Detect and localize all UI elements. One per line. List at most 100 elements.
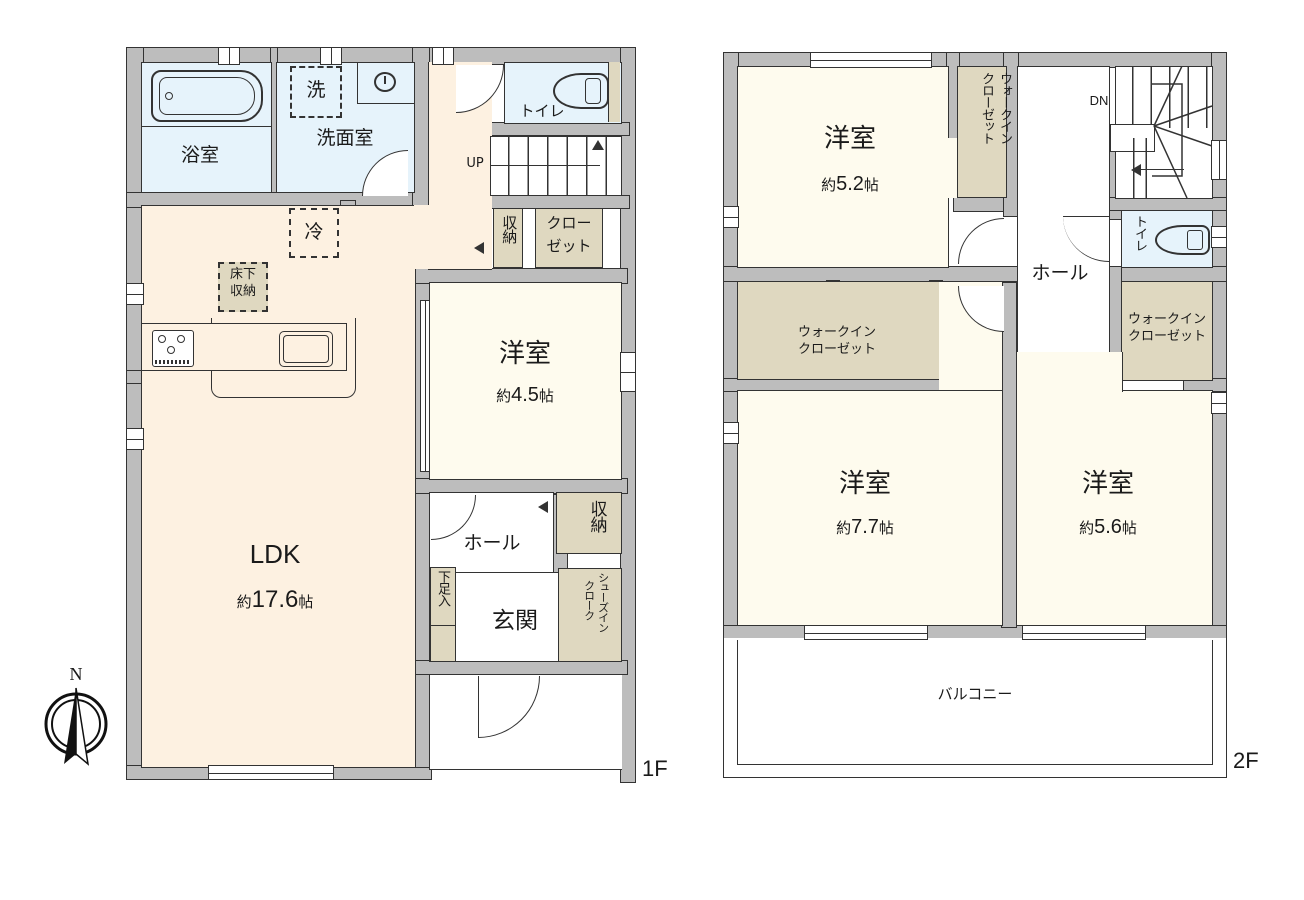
washer-mark: 洗 bbox=[306, 79, 326, 101]
stair-winder-lines bbox=[1152, 66, 1213, 199]
floor-label-2f: 2F bbox=[1233, 748, 1259, 773]
closet-label-line1: クロー bbox=[546, 214, 592, 232]
window-2f-room-c-right[interactable] bbox=[1211, 392, 1227, 414]
room-c-area: 約5.6帖 bbox=[1079, 516, 1137, 538]
room-1f-corridor-lower bbox=[414, 205, 492, 269]
shoe-closet-line2: クローク bbox=[582, 580, 596, 620]
wall-2f-wic-c-top bbox=[723, 266, 1019, 282]
hall-label-1f: ホール bbox=[463, 532, 521, 554]
corridor-door-icon[interactable] bbox=[456, 65, 504, 113]
room-a-label: 洋室 bbox=[823, 124, 876, 154]
wic-b-line2: クローゼット bbox=[1127, 329, 1206, 344]
stair-dn-arrow-icon bbox=[1131, 164, 1141, 176]
room-2f-western-c-upper bbox=[1016, 352, 1123, 392]
window-1f-western-right[interactable] bbox=[620, 352, 636, 392]
window-1f-ldk-left-upper[interactable] bbox=[126, 283, 144, 305]
wall-2f-middle-divider bbox=[1001, 282, 1017, 628]
bath-label: 浴室 bbox=[180, 144, 219, 166]
stairs-up-label: UP bbox=[466, 156, 484, 171]
underfloor-storage-line1: 床下 bbox=[229, 267, 256, 282]
wic-a-line2: クローゼット bbox=[978, 72, 994, 144]
compass-arrow-icon bbox=[44, 687, 108, 766]
storage-small-label: 収納 bbox=[500, 215, 519, 243]
hall-storage-arrow-icon bbox=[538, 501, 548, 513]
kitchen-sink-icon bbox=[279, 331, 333, 367]
window-2f-room-c-bottom[interactable] bbox=[1022, 625, 1146, 640]
stair-mid-line-1f bbox=[490, 165, 600, 166]
shoe-box-label: 下足入 bbox=[434, 570, 450, 606]
wall-1f-stair-bottom bbox=[486, 195, 630, 209]
storage-door-arrow-icon bbox=[474, 242, 484, 254]
stove-icon bbox=[152, 330, 194, 367]
wall-1f-entrance-bottom bbox=[413, 660, 628, 675]
western-room-area-1f: 約4.5帖 bbox=[496, 384, 554, 406]
window-2f-room-b-left[interactable] bbox=[723, 422, 739, 444]
closet-label-line2: ゼット bbox=[546, 237, 592, 255]
room-b-label: 洋室 bbox=[838, 469, 891, 499]
toilet-tank-1f bbox=[608, 62, 620, 122]
window-1f-bath-top[interactable] bbox=[218, 47, 240, 65]
hall-storage-label: 収納 bbox=[586, 500, 607, 532]
underfloor-storage-line2: 収納 bbox=[229, 284, 256, 299]
balcony bbox=[723, 638, 1227, 778]
wic-c-line1: ウォークイン bbox=[797, 325, 876, 340]
stair-treads-2f-top bbox=[1115, 66, 1213, 128]
room-2f-wic-a[interactable] bbox=[957, 66, 1007, 198]
wic-b-line1: ウォークイン bbox=[1127, 312, 1206, 327]
ldk-area: 約17.6帖 bbox=[236, 586, 314, 613]
shoe-box-divider bbox=[430, 625, 456, 626]
shoe-box[interactable] bbox=[430, 567, 456, 662]
stair-dn-arrow-line bbox=[1140, 169, 1184, 170]
window-1f-wash-top[interactable] bbox=[320, 47, 342, 65]
wic-a-line1: ウォークイン bbox=[996, 72, 1012, 144]
room-a-door-icon[interactable] bbox=[958, 218, 1004, 264]
room-b-area: 約7.7帖 bbox=[836, 516, 894, 538]
toilet-label-2f: トイレ bbox=[1131, 215, 1147, 251]
washer-space bbox=[290, 66, 342, 118]
window-1f-western-left[interactable] bbox=[420, 300, 430, 472]
stairs-dn-label: DN bbox=[1089, 93, 1109, 108]
window-2f-stairs-right[interactable] bbox=[1211, 140, 1227, 180]
room-1f-shoe-closet[interactable] bbox=[558, 568, 622, 662]
sink-icon bbox=[374, 72, 396, 92]
window-2f-room-a-left[interactable] bbox=[723, 206, 739, 228]
toilet-icon-2f bbox=[1155, 225, 1210, 255]
balcony-label: バルコニー bbox=[937, 685, 1013, 703]
ldk-label: LDK bbox=[249, 539, 301, 569]
room-1f-storage-small[interactable] bbox=[493, 208, 523, 268]
room-1f-closet[interactable] bbox=[535, 208, 603, 268]
toilet-label-1f: トイレ bbox=[519, 102, 565, 120]
floor-label-1f: 1F bbox=[642, 756, 668, 781]
window-2f-room-a-top[interactable] bbox=[810, 52, 932, 68]
window-2f-room-b-bottom[interactable] bbox=[804, 625, 928, 640]
stair-up-arrow-icon bbox=[592, 140, 604, 150]
underfloor-storage[interactable] bbox=[218, 262, 268, 312]
window-1f-ldk-bottom[interactable] bbox=[208, 765, 334, 780]
room-2f-western-c bbox=[1016, 390, 1213, 626]
wic-c-line2: クローゼット bbox=[797, 342, 876, 357]
wall-2f-toilet-bottom bbox=[1108, 266, 1227, 282]
room-1f-ldk bbox=[141, 205, 416, 768]
room-2f-western-a-ext bbox=[945, 138, 957, 198]
bathtub-icon bbox=[151, 70, 263, 122]
room-1f-hall-storage[interactable] bbox=[556, 492, 622, 554]
window-2f-toilet-right[interactable] bbox=[1211, 226, 1227, 248]
balcony-inner-rail bbox=[737, 640, 1213, 765]
window-1f-corridor-top[interactable] bbox=[432, 47, 454, 65]
room-2f-hall bbox=[1017, 66, 1110, 354]
fridge-mark: 冷 bbox=[304, 221, 324, 243]
western-room-label-1f: 洋室 bbox=[498, 339, 551, 369]
room-a-area: 約5.2帖 bbox=[821, 173, 879, 195]
shoe-closet-line1: シューズイン bbox=[596, 572, 610, 632]
entrance-label: 玄関 bbox=[492, 608, 538, 634]
room-2f-western-b bbox=[737, 390, 1003, 626]
window-1f-ldk-left-lower[interactable] bbox=[126, 428, 144, 450]
fridge-space bbox=[289, 208, 339, 258]
toilet-icon-1f bbox=[553, 73, 609, 109]
room-2f-wic-b[interactable] bbox=[1121, 281, 1213, 381]
room-1f-western bbox=[429, 282, 622, 480]
compass-north-label: N bbox=[69, 664, 83, 684]
wall-1f-toilet-bottom bbox=[490, 122, 630, 136]
hall-label-2f: ホール bbox=[1031, 262, 1089, 284]
bath-divider bbox=[141, 126, 272, 127]
